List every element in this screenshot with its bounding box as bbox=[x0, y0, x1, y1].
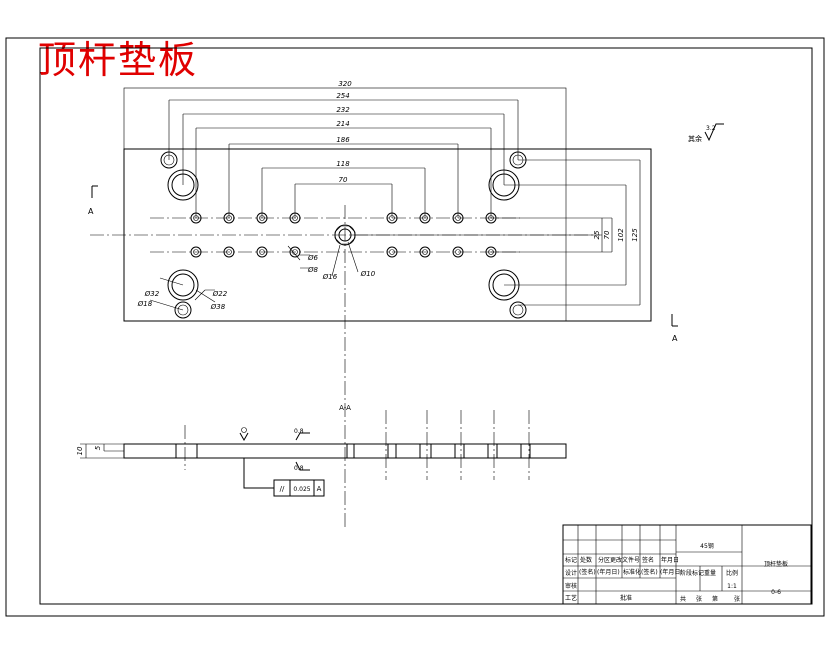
svg-text:张: 张 bbox=[734, 595, 740, 603]
svg-text:A: A bbox=[317, 485, 322, 493]
material: 45钢 bbox=[700, 542, 714, 550]
section-marker-left: A bbox=[88, 185, 98, 216]
section-marker-right: A bbox=[671, 314, 678, 343]
svg-text:其余: 其余 bbox=[688, 134, 702, 143]
callout-d38: Ø38 bbox=[210, 303, 226, 311]
svg-text://: // bbox=[280, 485, 285, 493]
svg-text:签名: 签名 bbox=[642, 556, 654, 564]
section-roughness: 0.8 0.8 bbox=[239, 427, 310, 472]
scale: 1:1 bbox=[727, 583, 737, 590]
svg-text:A: A bbox=[88, 207, 94, 216]
section-label: A-A bbox=[339, 404, 351, 412]
pin-holes bbox=[160, 151, 527, 319]
title-block: 45钢 顶杆垫板 0-6 1:1 标记 设计 审核 工艺 处数 分区 更改文件号… bbox=[562, 524, 812, 605]
callout-d6: Ø6 bbox=[307, 254, 319, 262]
ejector-holes bbox=[190, 212, 497, 258]
outer-border bbox=[5, 37, 825, 617]
dim-thickness: 10 bbox=[76, 446, 84, 455]
svg-text:工艺: 工艺 bbox=[565, 594, 577, 602]
counterbore-holes bbox=[167, 169, 520, 301]
dim-214: 214 bbox=[336, 120, 349, 128]
dim-186: 186 bbox=[336, 136, 350, 144]
svg-text:标记: 标记 bbox=[565, 556, 577, 564]
svg-text:共: 共 bbox=[680, 595, 686, 603]
svg-text:A: A bbox=[672, 334, 678, 343]
dim-320: 320 bbox=[338, 80, 352, 88]
svg-text:标准化: 标准化 bbox=[623, 568, 641, 576]
svg-text:分区: 分区 bbox=[598, 556, 610, 564]
callout-d32: Ø32 bbox=[144, 290, 160, 298]
svg-text:批准: 批准 bbox=[620, 594, 632, 602]
svg-text:张: 张 bbox=[696, 595, 702, 603]
dim-232: 232 bbox=[336, 106, 350, 114]
drawing-number: 0-6 bbox=[771, 589, 781, 596]
center-hole bbox=[334, 224, 356, 246]
tolerance-frame: // 0.025 A bbox=[243, 458, 325, 497]
drawing-title: 顶杆垫板 bbox=[38, 38, 199, 82]
svg-text:重量: 重量 bbox=[704, 569, 716, 577]
dim-70-vertical: 70 bbox=[603, 230, 611, 239]
callout-d8: Ø8 bbox=[307, 266, 319, 274]
roughness-note: 其余 3.2 bbox=[688, 123, 724, 143]
svg-text:阶段标记: 阶段标记 bbox=[680, 569, 704, 577]
dim-step: 5 bbox=[94, 445, 102, 450]
callout-d22: Ø22 bbox=[212, 290, 228, 298]
section-view: 10 5 bbox=[76, 410, 567, 480]
inner-border bbox=[39, 47, 813, 605]
callout-d10: Ø10 bbox=[360, 270, 376, 278]
svg-text:(签名): (签名) bbox=[641, 568, 658, 576]
dim-70: 70 bbox=[339, 176, 348, 184]
dim-102: 102 bbox=[617, 228, 625, 242]
dim-254: 254 bbox=[336, 92, 349, 100]
svg-text:比例: 比例 bbox=[726, 569, 738, 577]
svg-text:(年月日): (年月日) bbox=[597, 568, 620, 576]
callout-d16: Ø16 bbox=[322, 273, 338, 281]
dim-125: 125 bbox=[631, 228, 639, 242]
svg-text:设计: 设计 bbox=[565, 569, 577, 577]
part-name: 顶杆垫板 bbox=[764, 560, 788, 568]
svg-text:3.2: 3.2 bbox=[706, 125, 716, 132]
svg-text:0.8: 0.8 bbox=[294, 465, 304, 472]
svg-text:第: 第 bbox=[712, 595, 718, 603]
dim-118: 118 bbox=[336, 160, 350, 168]
svg-text:处数: 处数 bbox=[580, 556, 592, 564]
svg-text:审核: 审核 bbox=[565, 582, 577, 590]
callout-d18: Ø18 bbox=[137, 300, 153, 308]
svg-text:0.025: 0.025 bbox=[293, 486, 310, 493]
dimension-lines bbox=[168, 99, 641, 306]
svg-text:0.8: 0.8 bbox=[294, 428, 304, 435]
svg-text:(年月日): (年月日) bbox=[660, 568, 683, 576]
svg-text:更改文件号: 更改文件号 bbox=[610, 556, 640, 564]
svg-text:(签名): (签名) bbox=[579, 568, 596, 576]
svg-text:年月日: 年月日 bbox=[661, 556, 679, 564]
